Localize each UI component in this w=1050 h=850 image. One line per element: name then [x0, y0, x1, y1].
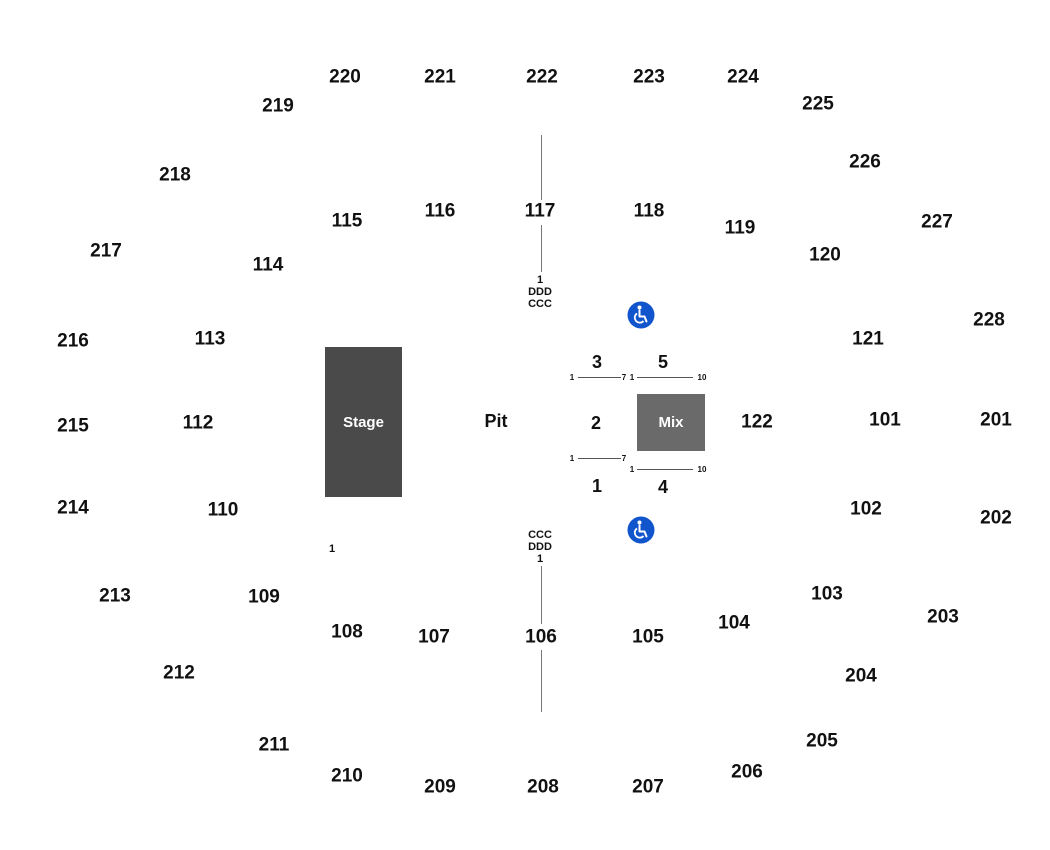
section-218[interactable]: 218: [159, 164, 191, 186]
section-109[interactable]: 109: [248, 586, 280, 608]
section-211[interactable]: 211: [258, 734, 290, 756]
section-116[interactable]: 116: [424, 200, 456, 222]
section-224[interactable]: 224: [727, 66, 759, 88]
section-221[interactable]: 221: [424, 66, 456, 88]
section-217[interactable]: 217: [90, 240, 122, 262]
row-label: 1: [536, 553, 544, 565]
section-226[interactable]: 226: [849, 151, 881, 173]
seat-number: 1: [629, 465, 635, 474]
row-label: DDD: [528, 541, 552, 553]
section-202[interactable]: 202: [980, 507, 1012, 529]
section-119[interactable]: 119: [724, 217, 756, 239]
wheelchair-icon[interactable]: [627, 301, 655, 329]
section-228[interactable]: 228: [973, 309, 1005, 331]
section-106[interactable]: 106: [525, 626, 557, 648]
floor-section-4[interactable]: 4: [657, 477, 669, 497]
aisle-line-top-lower: [541, 225, 542, 272]
aisle-line-bottom-lower: [541, 650, 542, 712]
section-103[interactable]: 103: [811, 583, 843, 605]
side-seat-label: 1: [328, 543, 336, 555]
stage-label: Stage: [343, 413, 384, 431]
section-222[interactable]: 222: [526, 66, 558, 88]
seat-row-line-sec5: [637, 377, 693, 378]
seat-row-line-sec1: [578, 458, 621, 459]
row-labels-top: 1 DDD CCC: [528, 274, 552, 310]
seat-number: 10: [697, 465, 707, 474]
section-201[interactable]: 201: [980, 409, 1012, 431]
section-113[interactable]: 113: [194, 328, 226, 350]
row-label: CCC: [528, 298, 552, 310]
section-122[interactable]: 122: [741, 411, 773, 433]
section-205[interactable]: 205: [806, 730, 838, 752]
floor-section-1[interactable]: 1: [591, 476, 603, 496]
section-203[interactable]: 203: [927, 606, 959, 628]
section-209[interactable]: 209: [424, 776, 456, 798]
section-101[interactable]: 101: [869, 409, 901, 431]
section-118[interactable]: 118: [633, 200, 665, 222]
seat-row-line-sec4: [637, 469, 693, 470]
section-112[interactable]: 112: [182, 412, 214, 434]
section-210[interactable]: 210: [331, 765, 363, 787]
section-102[interactable]: 102: [850, 498, 882, 520]
section-104[interactable]: 104: [718, 612, 750, 634]
aisle-line-top-upper: [541, 135, 542, 200]
row-label: CCC: [528, 529, 552, 541]
section-207[interactable]: 207: [632, 776, 664, 798]
row-labels-bottom: CCC DDD 1: [528, 529, 552, 565]
section-220[interactable]: 220: [329, 66, 361, 88]
aisle-line-bottom-upper: [541, 566, 542, 624]
section-120[interactable]: 120: [809, 244, 841, 266]
section-225[interactable]: 225: [802, 93, 834, 115]
section-219[interactable]: 219: [262, 95, 294, 117]
section-206[interactable]: 206: [731, 761, 763, 783]
section-227[interactable]: 227: [921, 211, 953, 233]
section-105[interactable]: 105: [632, 626, 664, 648]
stage[interactable]: Stage: [325, 347, 402, 497]
seat-number: 1: [569, 454, 575, 463]
section-216[interactable]: 216: [57, 330, 89, 352]
section-212[interactable]: 212: [163, 662, 195, 684]
section-204[interactable]: 204: [845, 665, 877, 687]
section-214[interactable]: 214: [57, 497, 89, 519]
seat-number: 7: [621, 373, 627, 382]
row-label: 1: [536, 274, 544, 286]
wheelchair-icon[interactable]: [627, 516, 655, 544]
row-label: DDD: [528, 286, 552, 298]
section-213[interactable]: 213: [99, 585, 131, 607]
floor-section-3[interactable]: 3: [591, 352, 603, 372]
seat-number: 10: [697, 373, 707, 382]
seat-row-line-sec3: [578, 377, 621, 378]
section-110[interactable]: 110: [207, 499, 239, 521]
section-117[interactable]: 117: [524, 200, 556, 222]
section-107[interactable]: 107: [418, 626, 450, 648]
seat-number: 1: [569, 373, 575, 382]
section-121[interactable]: 121: [852, 328, 884, 350]
section-215[interactable]: 215: [57, 415, 89, 437]
section-115[interactable]: 115: [331, 210, 363, 232]
floor-section-5[interactable]: 5: [657, 352, 669, 372]
floor-section-2[interactable]: 2: [590, 413, 602, 433]
seat-number: 1: [629, 373, 635, 382]
mix-position[interactable]: Mix: [637, 394, 705, 451]
seat-number: 7: [621, 454, 627, 463]
section-208[interactable]: 208: [527, 776, 559, 798]
section-108[interactable]: 108: [331, 621, 363, 643]
mix-label: Mix: [658, 414, 684, 431]
pit-label[interactable]: Pit: [484, 411, 508, 431]
section-114[interactable]: 114: [252, 254, 284, 276]
section-223[interactable]: 223: [633, 66, 665, 88]
